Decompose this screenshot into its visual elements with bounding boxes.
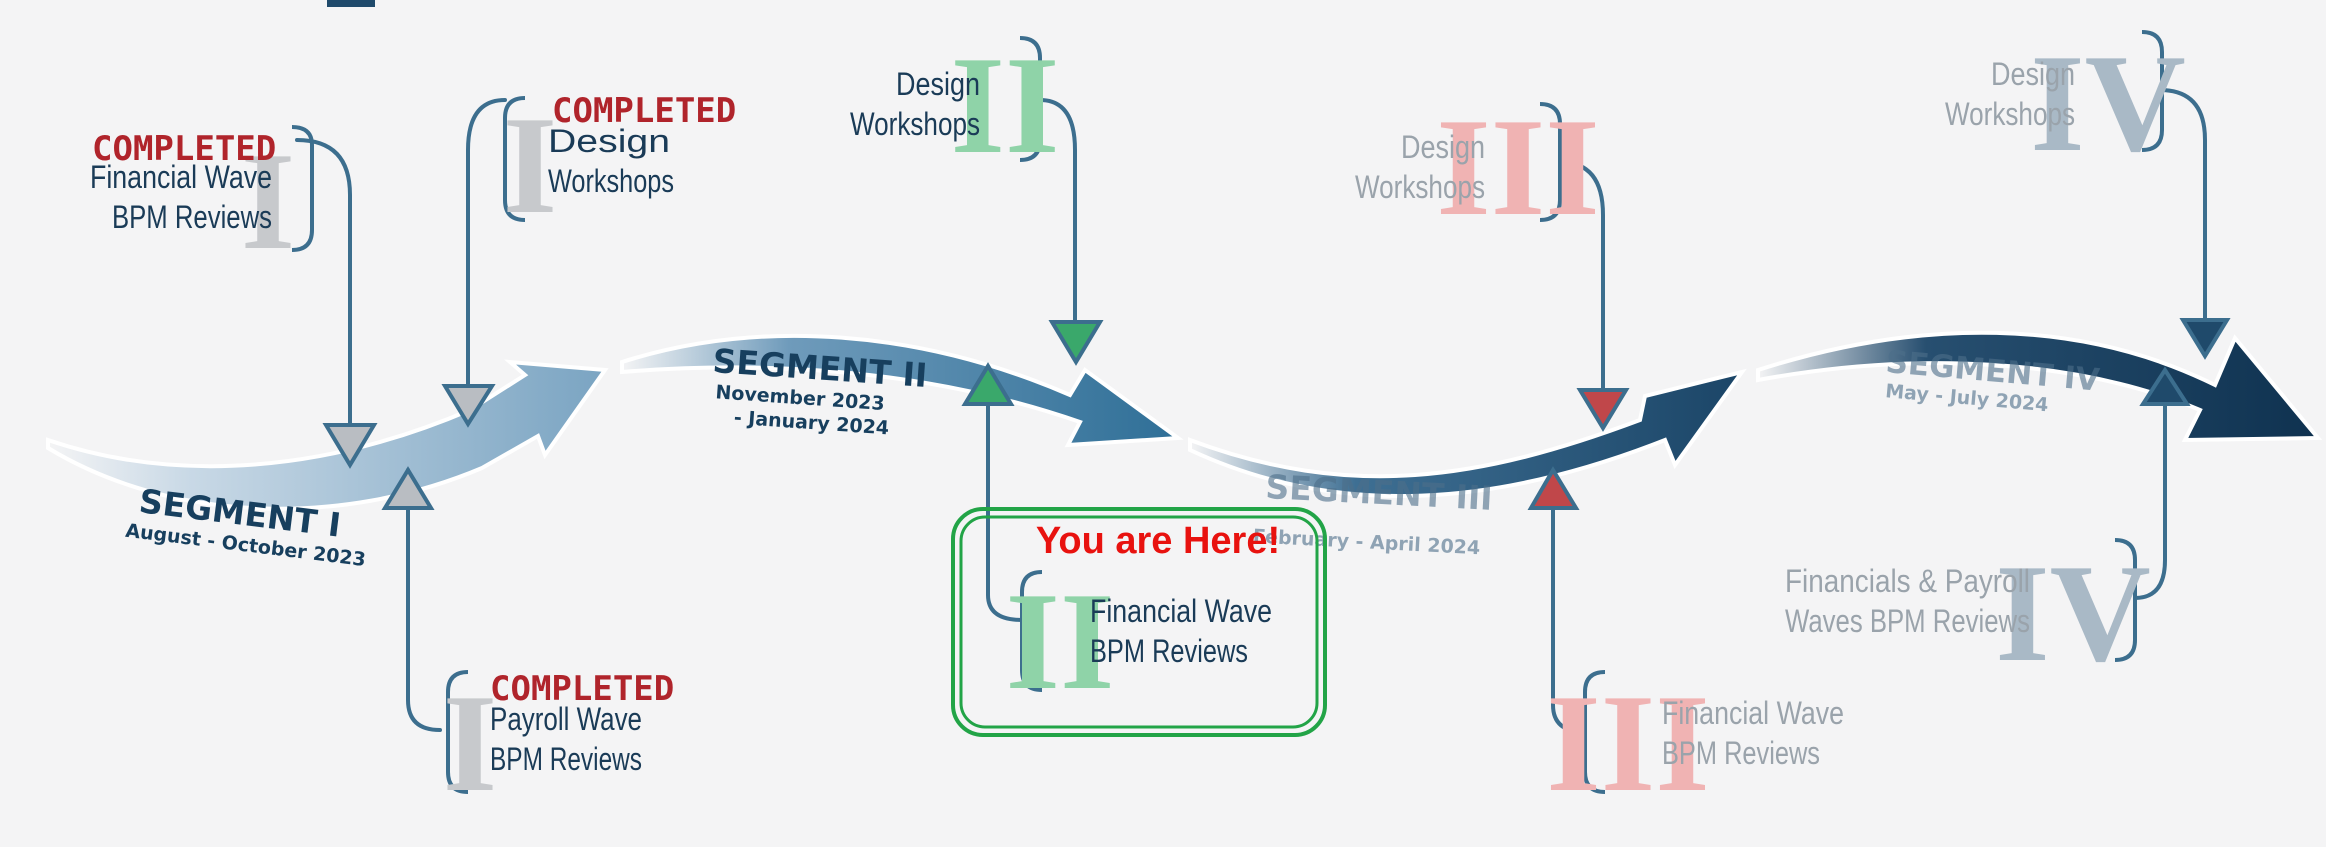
completed-stamp-seg1-financial: COMPLETED xyxy=(92,129,276,169)
connector-seg3-bottom xyxy=(1551,478,1587,734)
milestone-seg3-financial-line1: Financial Wave xyxy=(1662,695,1844,731)
numeral-seg1-payroll: I xyxy=(443,666,497,821)
numeral-seg2-design: II xyxy=(951,28,1060,183)
arrow-segment-1 xyxy=(46,359,609,511)
completed-stamp-seg1-payroll: COMPLETED xyxy=(490,669,674,709)
numeral-seg3-financial: III xyxy=(1546,666,1709,821)
connector-seg1-top2 xyxy=(466,98,507,387)
triangle-seg2-top xyxy=(1048,320,1104,366)
connector-seg1-bottom xyxy=(406,468,442,732)
numeral-seg1-design: I xyxy=(503,88,557,243)
connectors xyxy=(295,88,2207,734)
connector-seg2-top xyxy=(1038,98,1077,322)
segment-3-dates: February - April 2024 xyxy=(1252,525,1480,559)
triangle-seg1-top2 xyxy=(441,384,496,428)
milestone-seg2-design-line1: Design xyxy=(896,66,980,102)
arrow-segment-4 xyxy=(1756,330,2323,443)
triangle-seg4-top xyxy=(2179,318,2231,360)
triangle-seg1-bottom xyxy=(381,466,435,510)
triangle-seg3-top xyxy=(1576,388,1630,432)
numeral-seg4-design: IV xyxy=(2030,26,2186,181)
milestone-seg1-payroll-line1: Payroll Wave xyxy=(490,701,642,737)
milestone-seg1-financial-line2: BPM Reviews xyxy=(112,199,272,235)
you-are-here-box-inner xyxy=(959,515,1319,729)
milestone-seg3-financial-line2: BPM Reviews xyxy=(1662,735,1820,771)
milestone-seg2-financial-line1: Financial Wave xyxy=(1090,593,1272,629)
milestone-seg2-financial: II Financial Wave BPM Reviews xyxy=(1006,564,1272,719)
milestone-seg4-design-line2: Workshops xyxy=(1945,96,2075,132)
completed-stamp-seg1-design: COMPLETED xyxy=(552,91,736,131)
connector-seg4-bottom xyxy=(2133,370,2167,600)
arrow-segment-3 xyxy=(1188,368,1747,498)
segment-3-label: SEGMENT III February - April 2024 xyxy=(1252,467,1493,559)
milestone-seg4-design-line1: Design xyxy=(1991,56,2075,92)
milestone-seg3-financial: III Financial Wave BPM Reviews xyxy=(1546,666,1844,821)
numeral-seg3-design: III xyxy=(1436,90,1599,245)
you-are-here-marker: You are Here! xyxy=(951,507,1327,737)
milestone-seg4-financials: IV Financials & Payroll Waves BPM Review… xyxy=(1785,536,2151,691)
milestone-seg3-design-line2: Workshops xyxy=(1355,169,1485,205)
milestone-seg3-design-line1: Design xyxy=(1401,129,1485,165)
triangle-seg2-bottom xyxy=(961,362,1015,406)
you-are-here-box-outer xyxy=(951,507,1327,737)
milestone-seg1-payroll: I COMPLETED Payroll Wave BPM Reviews xyxy=(443,666,674,821)
milestone-seg4-financials-line2: Waves BPM Reviews xyxy=(1785,603,2030,639)
arrow-segment-2 xyxy=(620,333,1184,448)
milestone-seg1-design-line1: Design xyxy=(548,123,670,159)
connector-seg2-bottom xyxy=(986,383,1024,622)
numeral-seg2-financial: II xyxy=(1006,564,1115,719)
triangles xyxy=(322,318,2231,510)
milestone-seg4-design: IV Design Workshops xyxy=(1945,26,2186,181)
milestone-seg4-financials-line1: Financials & Payroll xyxy=(1785,563,2030,599)
milestone-seg1-financial: I COMPLETED Financial Wave BPM Reviews xyxy=(90,124,314,279)
milestone-seg2-design: II Design Workshops xyxy=(850,28,1059,183)
milestone-seg1-financial-line1: Financial Wave xyxy=(90,159,272,195)
connector-seg3-top xyxy=(1558,160,1605,392)
connector-seg1-top xyxy=(295,138,352,427)
milestone-seg2-design-line2: Workshops xyxy=(850,106,980,142)
connector-seg4-top xyxy=(2158,88,2207,322)
milestone-seg1-design: I COMPLETED Design Workshops xyxy=(503,88,736,243)
triangle-seg1-top xyxy=(322,423,378,469)
triangle-seg4-bottom xyxy=(2139,366,2191,406)
corner-tab xyxy=(327,0,375,7)
numeral-seg1-financial: I xyxy=(241,124,295,279)
segment-2-label: SEGMENT II November 2023 - January 2024 xyxy=(711,341,928,439)
milestone-seg1-payroll-line2: BPM Reviews xyxy=(490,741,642,777)
milestone-seg3-design: III Design Workshops xyxy=(1355,90,1600,245)
triangle-seg3-bottom xyxy=(1527,466,1580,510)
milestone-seg2-financial-line2: BPM Reviews xyxy=(1090,633,1248,669)
you-are-here-label: You are Here! xyxy=(1036,520,1280,562)
numeral-seg4-financials: IV xyxy=(1995,536,2151,691)
milestone-seg1-design-line2: Workshops xyxy=(548,163,674,199)
